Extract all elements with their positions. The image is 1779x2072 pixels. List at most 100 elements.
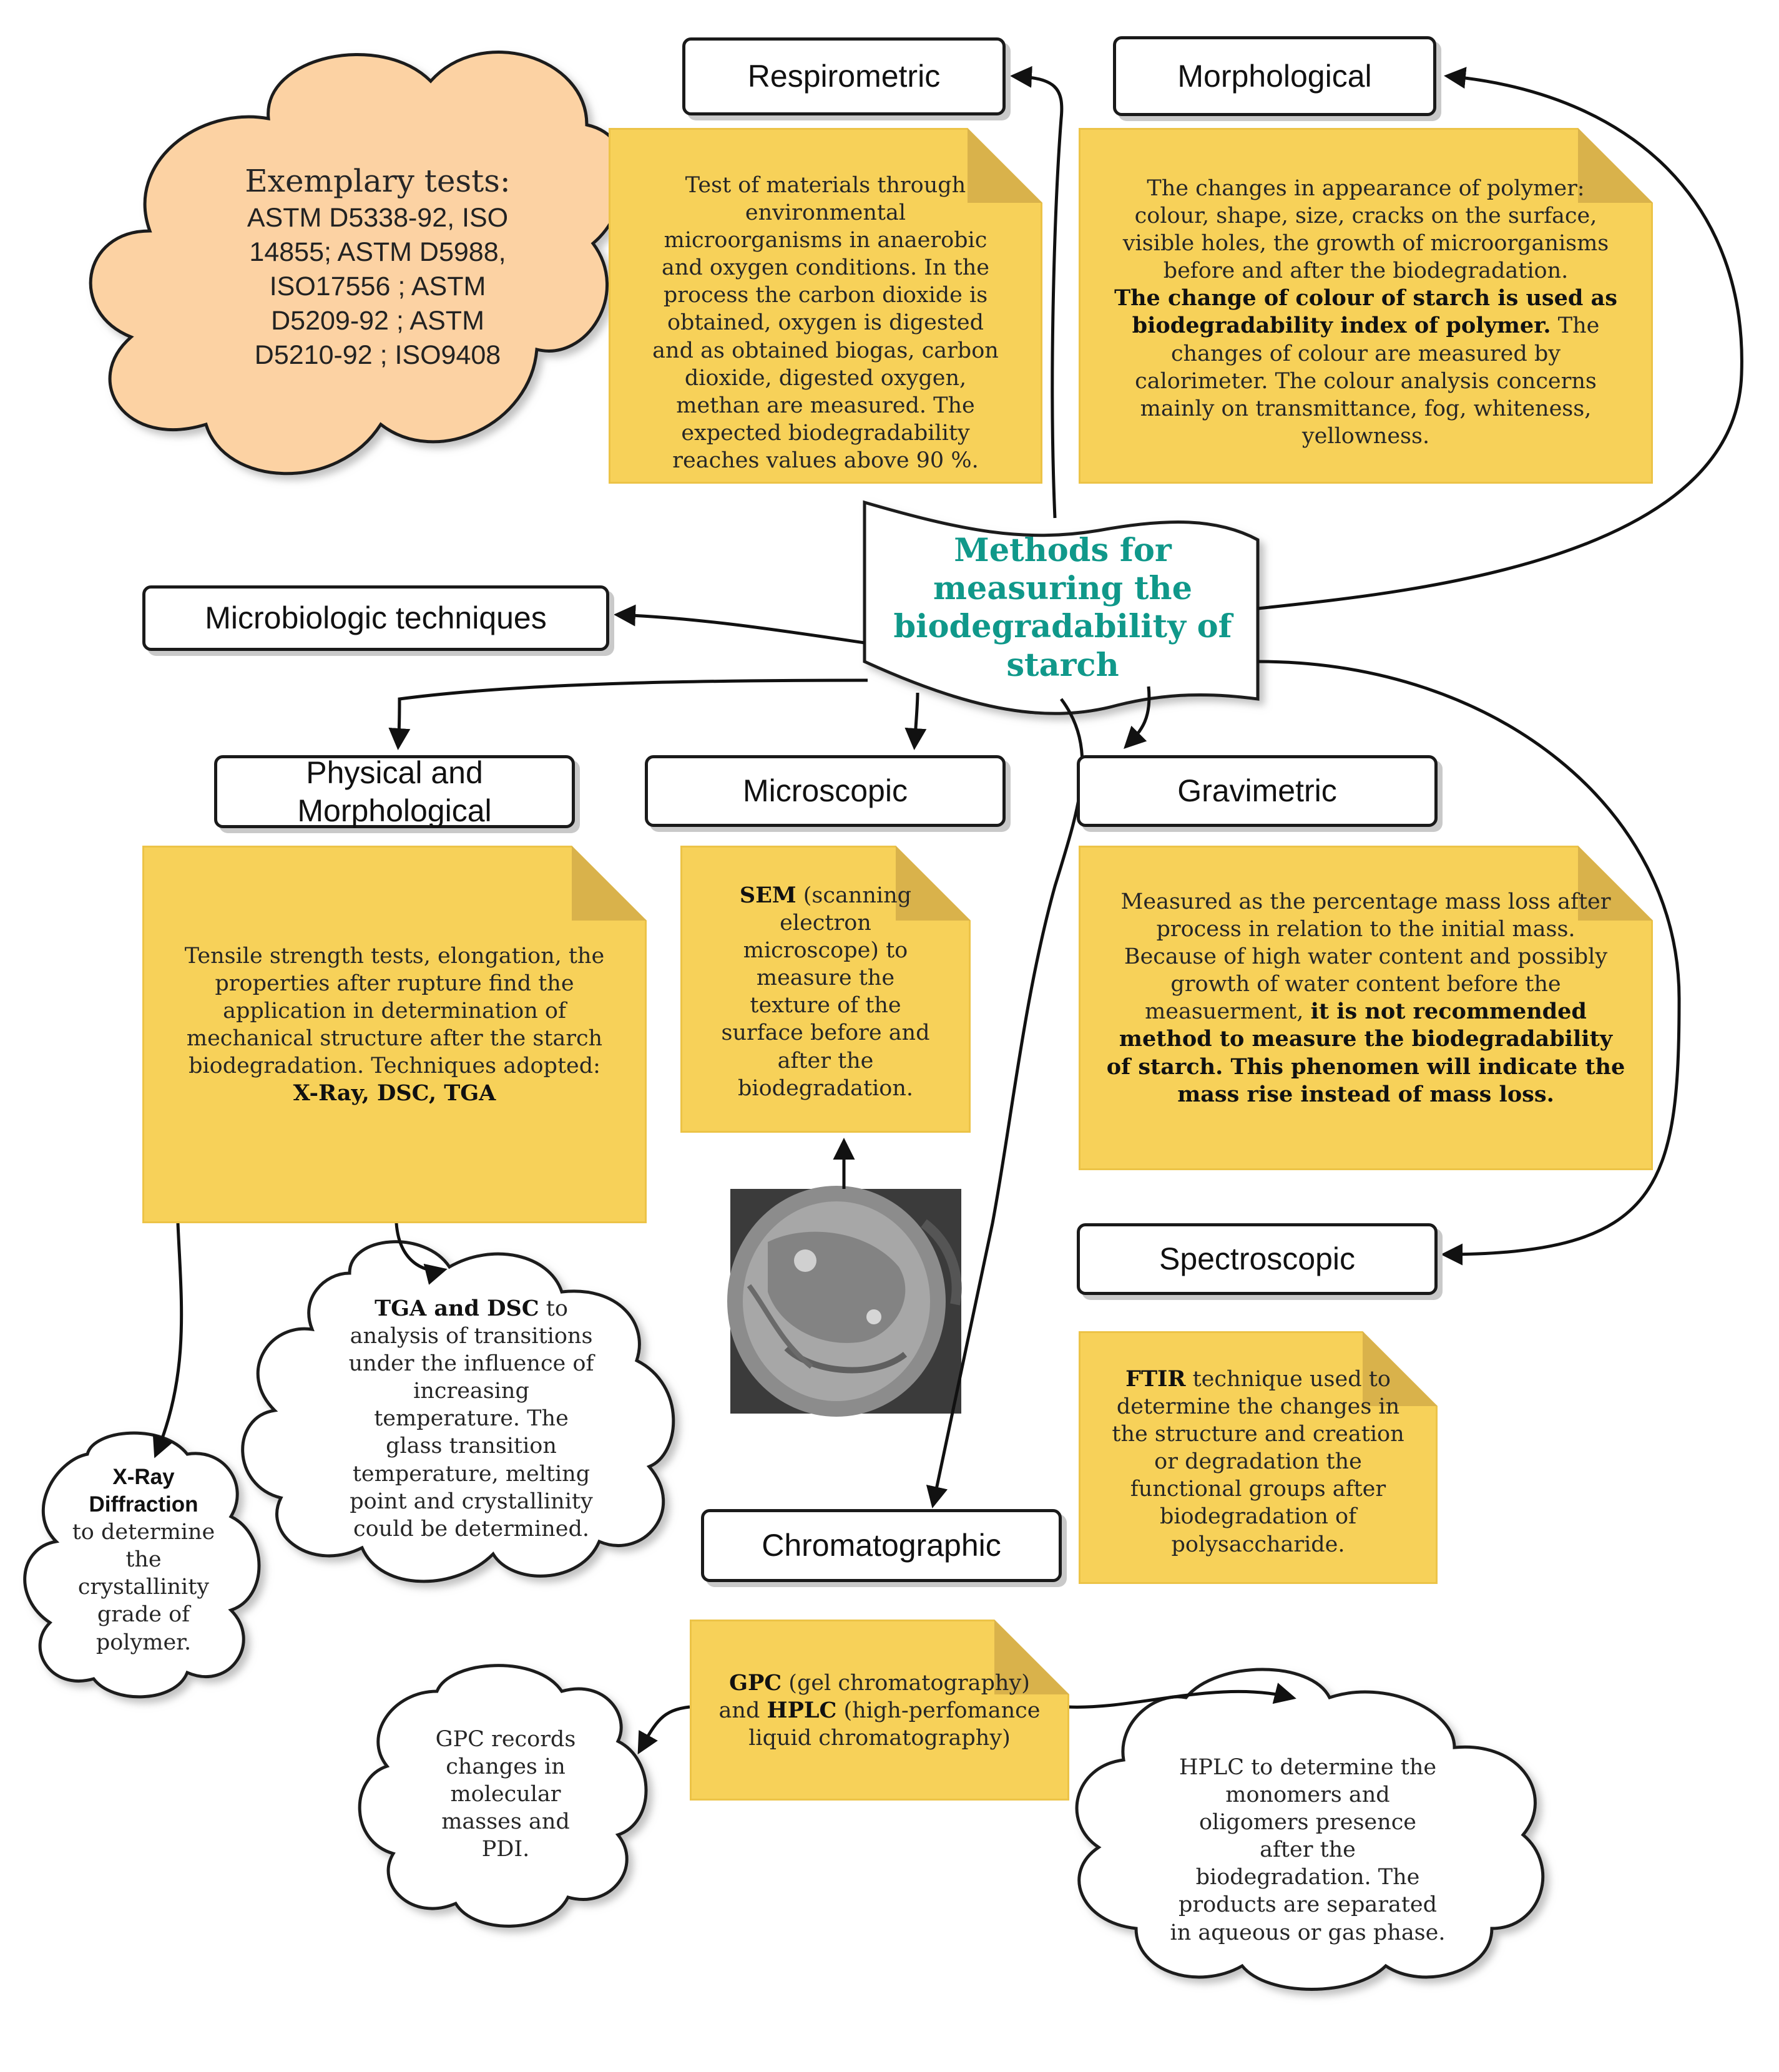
gpc-cloud [358,1664,648,1928]
note-bold-text: FTIR [1125,1366,1186,1392]
note-line: biodegradation of [1159,1504,1357,1530]
note-line: growth of water content before the [1170,972,1561,997]
note-line: electron [780,911,871,936]
exemplary-tests-text: Exemplary tests: ASTM D5338-92, ISO 1485… [194,161,562,373]
arrow-to-morphological [1257,67,1743,610]
respirometric-label: Respirometric [747,59,941,94]
note-line: texture of the [750,993,901,1019]
morphological-label: Morphological [1177,58,1372,94]
note-bold-text: X-Ray, DSC, TGA [293,1080,496,1107]
cloud-line: molecular [450,1782,561,1807]
cloud-line: biodegradation. The [1195,1865,1420,1890]
arrow-to-microbiologic [614,604,865,645]
arrow-to-microscopic [904,692,927,750]
note-line: and as obtained biogas, carbon [652,338,999,363]
cloud-bold-text: X-Ray [112,1465,175,1489]
note-line: functional groups after [1130,1477,1386,1502]
cloud-line: monomers and [1225,1782,1390,1808]
note-line: mainly on transmittance, fog, whiteness, [1140,396,1592,421]
cloud-line: temperature. The [374,1406,569,1432]
chromatographic-label: Chromatographic [762,1528,1001,1563]
exemplary-heading: Exemplary tests: [245,163,511,199]
note-line: liquid chromatography) [748,1726,1011,1751]
note-line: surface before and [721,1020,930,1046]
cloud-line: could be determined. [353,1516,589,1542]
note-line: before and after the biodegradation. [1163,258,1569,284]
note-text: and [718,1698,767,1724]
note-line: Test of materials through [685,173,966,198]
note-line: obtained, oxygen is digested [667,310,984,336]
arrow-to-gpc-cloud [637,1705,690,1755]
cloud-line: temperature, melting [352,1461,591,1487]
exemplary-line: ASTM D5338-92, ISO [247,203,509,233]
exemplary-line: ISO17556 ; ASTM [269,271,486,302]
respirometric-box: Respirometric [682,37,1006,115]
arrow-to-tga-cloud [395,1223,448,1285]
spectroscopic-note: FTIR technique used to determine the cha… [1079,1331,1438,1584]
cloud-line: grade of [97,1602,190,1628]
exemplary-line: D5210-92 ; ISO9408 [254,340,501,371]
note-bold-text: method to measure the biodegradability [1119,1026,1613,1052]
cloud-line: under the influence of [348,1351,594,1377]
xray-cloud [23,1431,261,1699]
note-line: expected biodegradability [681,420,970,446]
spectroscopic-label: Spectroscopic [1159,1241,1356,1276]
cloud-line: PDI. [481,1837,530,1862]
note-line: yellowness. [1301,423,1430,449]
note-line: or degradation the [1154,1449,1362,1475]
hplc-cloud-text: HPLC to determine the monomers and oligo… [1130,1754,1486,1947]
exemplary-cloud [89,51,627,476]
arrow-to-respirometric [1010,66,1064,519]
note-line: Measured as the percentage mass loss aft… [1120,889,1611,914]
morphological-box: Morphological [1113,36,1436,116]
note-line: The changes in appearance of polymer: [1147,176,1585,201]
note-line: calorimeter. The colour analysis concern… [1135,368,1597,394]
chromatographic-note: GPC (gel chromatography) and HPLC (high-… [690,1620,1069,1801]
note-line: colour, shape, size, cracks on the surfa… [1134,203,1597,229]
cloud-line: glass transition [386,1434,557,1459]
note-text: technique used to [1185,1367,1391,1392]
microscopic-note: SEM (scanning electron microscope) to me… [680,846,971,1133]
cloud-line: the [125,1547,162,1573]
microscopic-box: Microscopic [645,755,1006,827]
note-line: reaches values above 90 %. [672,447,979,473]
cloud-line: oligomers presence [1198,1810,1417,1835]
note-text: (gel chromatography) [782,1671,1030,1696]
note-bold-text: The change of colour of starch is used a… [1114,285,1617,311]
xray-cloud-text: X-Ray Diffraction to determine the cryst… [37,1464,250,1656]
note-line: after the [777,1048,874,1073]
physical-label-line2: Morphological [297,793,492,828]
physical-morphological-box: Physical and Morphological [214,755,575,828]
note-line: the structure and creation [1112,1422,1404,1447]
note-line: Because of high water content and possib… [1124,944,1608,970]
note-line: changes of colour are measured by [1170,341,1561,366]
note-line: application in determination of [223,999,566,1024]
note-line: microorganisms in anaerobic [664,228,988,253]
gravimetric-label: Gravimetric [1177,773,1337,808]
note-line: methan are measured. The [676,393,975,418]
note-bold-text: SEM [739,882,796,908]
microbiologic-techniques-box: Microbiologic techniques [142,585,609,651]
gravimetric-note: Measured as the percentage mass loss aft… [1079,846,1653,1170]
arrow-to-spectroscopic [1257,660,1681,1266]
tga-cloud [241,1240,675,1583]
note-bold-text: of starch. This phenomen will indicate t… [1106,1053,1625,1080]
note-line: biodegradation. [737,1075,914,1101]
cloud-text: to [539,1296,568,1321]
note-text: The [1551,313,1600,339]
note-text: measuerment, [1145,999,1311,1025]
note-line: environmental [745,200,906,226]
microbiologic-label: Microbiologic techniques [205,600,547,635]
exemplary-line: D5209-92 ; ASTM [271,306,484,336]
tga-dsc-cloud-text: TGA and DSC to analysis of transitions u… [321,1295,621,1543]
center-title: Methods for measuring the biodegradabili… [893,532,1232,684]
cloud-line: to determine [72,1520,215,1545]
cloud-line: increasing [413,1379,529,1404]
note-text: (high-perfomance [836,1698,1041,1724]
cloud-line: changes in [446,1754,566,1780]
arrow-to-physical [388,678,868,750]
cloud-line: masses and [441,1809,570,1835]
note-bold-text: mass rise instead of mass loss. [1177,1081,1554,1107]
